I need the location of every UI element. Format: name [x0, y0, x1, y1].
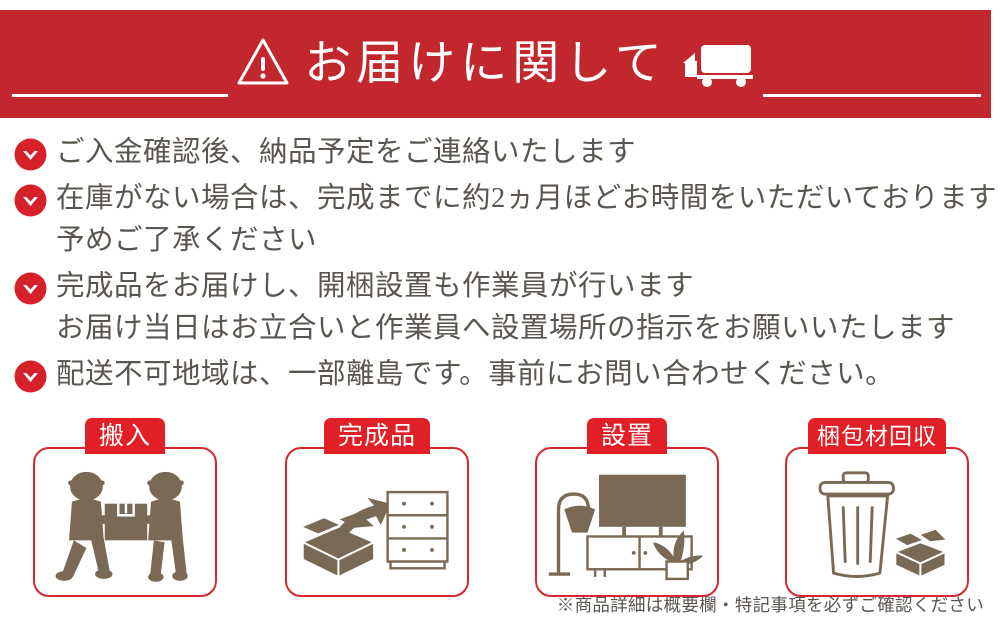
- page-title: お届けに関して: [304, 35, 667, 89]
- list-item-line-1: ご入金確認後、納品予定をご連絡いたします: [56, 137, 637, 168]
- list-item-line-2: 予めご了承ください: [56, 225, 318, 256]
- header-banner: お届けに関して: [0, 10, 991, 118]
- list-item-text: 完成品をお届けし、開梱設置も作業員が行います お届け当日はお立合いと作業員へ設置…: [56, 266, 955, 350]
- trash-can-flat-box-icon: [787, 449, 967, 595]
- delivery-truck-icon: [681, 39, 755, 89]
- footnote-text: ※商品詳細は概要欄・特記事項を必ずご確認ください: [556, 595, 984, 615]
- list-item-line-1: 在庫がない場合は、完成までに約2ヵ月ほどお時間をいただいております: [56, 183, 998, 214]
- list-item: 配送不可地域は、一部離島です。事前にお問い合わせください。: [14, 354, 984, 396]
- check-circle-icon: [14, 272, 47, 305]
- service-box-label: 梱包材回収: [808, 418, 946, 454]
- list-item: ご入金確認後、納品予定をご連絡いたします: [14, 132, 984, 174]
- service-box-packaging-collection: 梱包材回収: [785, 418, 969, 597]
- list-item: 在庫がない場合は、完成までに約2ヵ月ほどお時間をいただいております 予めご了承く…: [14, 178, 997, 262]
- list-item-text: ご入金確認後、納品予定をご連絡いたします: [56, 132, 636, 174]
- list-item-text: 配送不可地域は、一部離島です。事前にお問い合わせください。: [56, 354, 894, 396]
- service-box-label: 完成品: [323, 418, 431, 454]
- service-box-label: 設置: [586, 418, 668, 454]
- two-workers-carrying-box-icon: [35, 449, 215, 595]
- service-box-installation: 設置: [535, 418, 719, 597]
- check-circle-icon: [14, 184, 47, 217]
- header-rule-right: [763, 94, 981, 97]
- list-item-text: 在庫がない場合は、完成までに約2ヵ月ほどお時間をいただいております 予めご了承く…: [56, 178, 997, 262]
- header-rule-left: [12, 94, 228, 97]
- service-box-label: 搬入: [84, 418, 166, 454]
- list-item-line-1: 完成品をお届けし、開梱設置も作業員が行います: [56, 271, 695, 302]
- lamp-tv-stand-plant-icon: [537, 449, 717, 595]
- service-boxes: 搬入: [0, 416, 1000, 601]
- check-circle-icon: [14, 138, 47, 171]
- list-item-line-2: お届け当日はお立合いと作業員へ設置場所の指示をお願いいたします: [56, 313, 956, 344]
- open-box-arrow-dresser-icon: [287, 449, 467, 595]
- list-item-line-1: 配送不可地域は、一部離島です。事前にお問い合わせください。: [56, 359, 895, 390]
- delivery-notes-list: ご入金確認後、納品予定をご連絡いたします 在庫がない場合は、完成までに約2ヵ月ほ…: [14, 132, 997, 400]
- service-box-finished-product: 完成品: [285, 418, 469, 597]
- service-box-carry-in: 搬入: [33, 418, 217, 597]
- check-circle-icon: [14, 360, 47, 393]
- list-item: 完成品をお届けし、開梱設置も作業員が行います お届け当日はお立合いと作業員へ設置…: [14, 266, 984, 350]
- warning-triangle-icon: [236, 37, 290, 87]
